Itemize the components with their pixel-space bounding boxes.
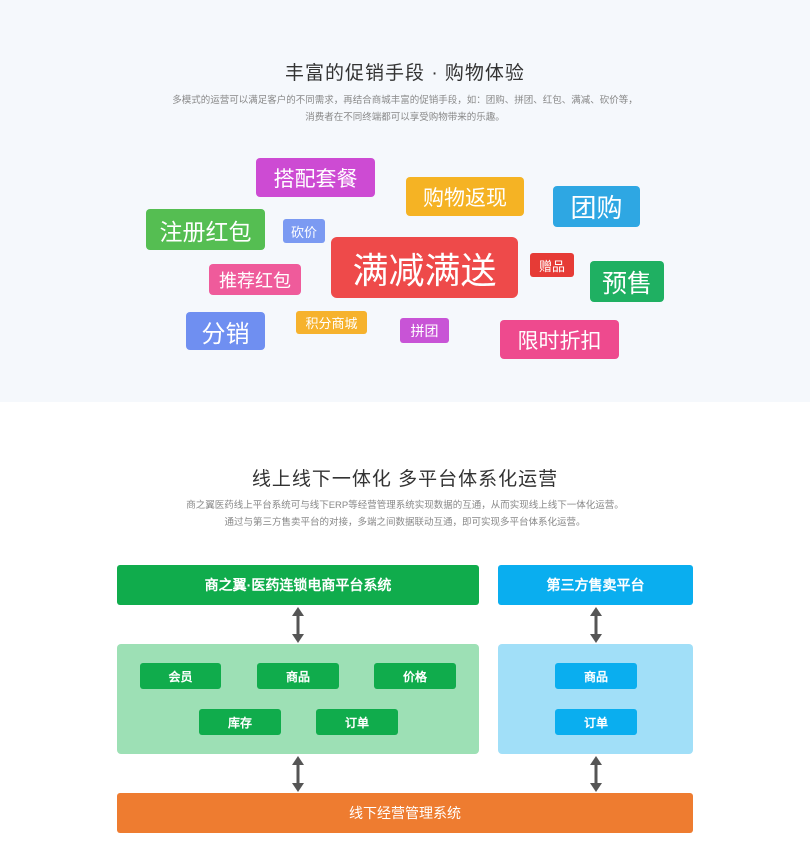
module-price: 价格 [374, 663, 456, 689]
tag-gift: 赠品 [530, 253, 574, 277]
tag-distribution: 分销 [186, 312, 265, 350]
tag-register-redpack: 注册红包 [146, 209, 265, 250]
promo-section: 丰富的促销手段 · 购物体验 多模式的运营可以满足客户的不同需求，再结合商城丰富… [0, 0, 810, 402]
tag-bundle: 搭配套餐 [256, 158, 375, 197]
module-order: 订单 [316, 709, 398, 735]
tag-referral-redpack: 推荐红包 [209, 264, 301, 295]
tag-full-reduction: 满减满送 [331, 237, 518, 298]
third-party-module-order: 订单 [555, 709, 637, 735]
promo-desc-line-2: 消费者在不同终端都可以享受购物带来的乐趣。 [305, 112, 505, 123]
sync-arrow-third-party-top [590, 607, 602, 643]
o2o-description: 商之翼医药线上平台系统可与线下ERP等经营管理系统实现数据的互通，从而实现线上线… [0, 497, 810, 531]
tag-groupbuy: 团购 [553, 186, 640, 227]
o2o-title: 线上线下一体化 多平台体系化运营 [251, 469, 559, 490]
tag-presale: 预售 [590, 261, 664, 302]
promo-title: 丰富的促销手段 · 购物体验 [285, 63, 525, 84]
tag-limited-discount: 限时折扣 [500, 320, 619, 359]
o2o-desc-line-2: 通过与第三方售卖平台的对接，多端之间数据联动互通，即可实现多平台体系化运营。 [224, 517, 586, 528]
tag-bargain: 砍价 [283, 219, 325, 243]
third-party-platform-header: 第三方售卖平台 [498, 565, 693, 605]
third-party-modules-panel [498, 644, 693, 754]
sync-arrow-platform-bottom [292, 756, 304, 792]
o2o-desc-line-1: 商之翼医药线上平台系统可与线下ERP等经营管理系统实现数据的互通，从而实现线上线… [186, 500, 624, 511]
module-product: 商品 [257, 663, 339, 689]
third-party-module-product: 商品 [555, 663, 637, 689]
sync-arrow-third-party-bottom [590, 756, 602, 792]
platform-system-header: 商之翼·医药连锁电商平台系统 [117, 565, 479, 605]
module-inventory: 库存 [199, 709, 281, 735]
tag-cashback: 购物返现 [406, 177, 524, 216]
tag-group-deal: 拼团 [400, 318, 449, 343]
promo-desc-line-1: 多模式的运营可以满足客户的不同需求，再结合商城丰富的促销手段，如：团购、拼团、红… [172, 95, 638, 106]
sync-arrow-platform-top [292, 607, 304, 643]
platform-modules-panel [117, 644, 479, 754]
tag-points-mall: 积分商城 [296, 311, 367, 334]
offline-management-system-bar: 线下经营管理系统 [117, 793, 693, 833]
module-member: 会员 [140, 663, 221, 689]
promo-description: 多模式的运营可以满足客户的不同需求，再结合商城丰富的促销手段，如：团购、拼团、红… [0, 92, 810, 126]
